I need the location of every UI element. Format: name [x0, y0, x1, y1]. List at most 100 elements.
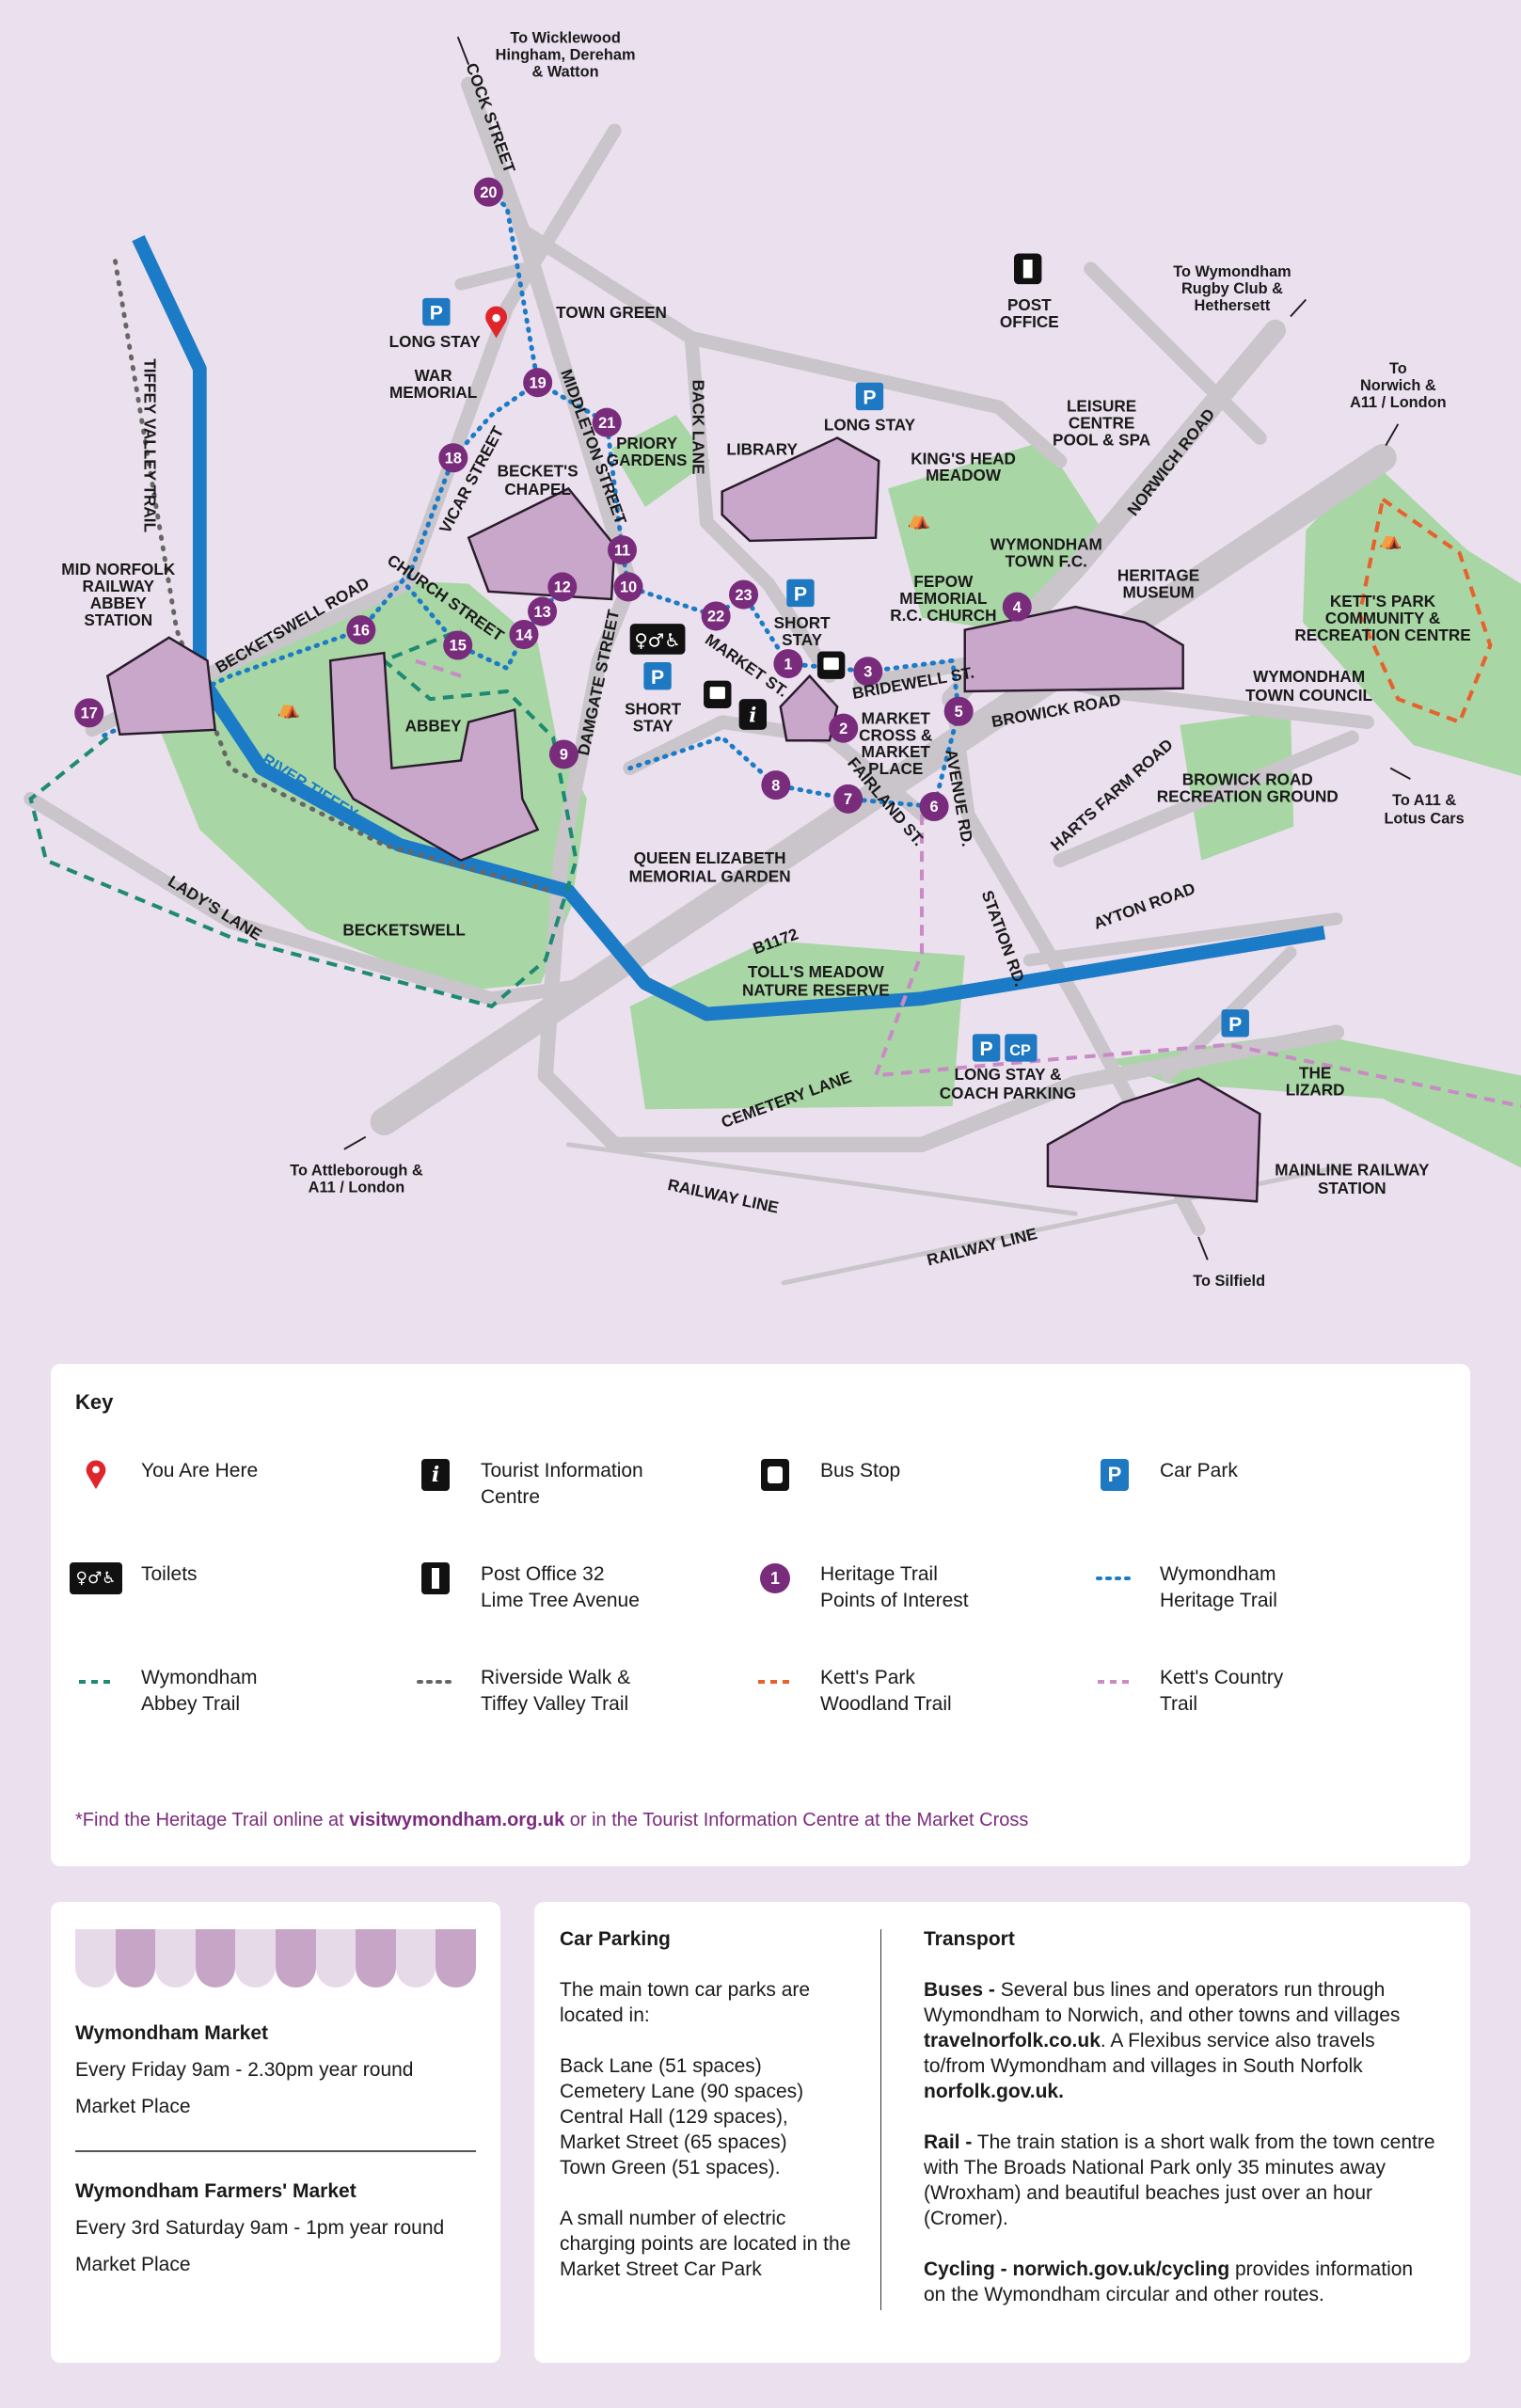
label-library: LIBRARY	[726, 439, 798, 458]
svg-text:2: 2	[839, 721, 848, 737]
poi-marker[interactable]: 7	[833, 784, 863, 814]
bus-icon	[704, 680, 732, 708]
poi-marker[interactable]: 3	[853, 657, 883, 687]
buildings	[105, 436, 1261, 1203]
parking-icon: P	[786, 578, 815, 608]
label-long-stay: LONG STAY	[389, 332, 482, 351]
town-map[interactable]: ⛺⛺⛺ P P P P P CP P ♀♂♿ i 1 2 3 4 5 6 7 8…	[0, 0, 1521, 1337]
svg-text:9: 9	[560, 747, 568, 764]
car-park-item: Cemetery Lane (90 spaces)	[560, 2081, 804, 2102]
market-where: Market Place	[75, 2096, 191, 2117]
riverside-walk-trail	[113, 259, 556, 894]
poi-marker[interactable]: 23	[729, 579, 759, 610]
river-tiffey	[132, 235, 1326, 1022]
parking-icons: P P P P P CP P	[422, 297, 1249, 1062]
farmers-market-when: Every 3rd Saturday 9am - 1pm year round	[75, 2217, 445, 2239]
blue-dotted-line-icon	[1088, 1560, 1141, 1597]
heritage-poi-markers: 1 2 3 4 5 6 7 8 9 10 11 12 13 14 15 16 1…	[74, 177, 1032, 822]
post-office-icon	[1014, 253, 1042, 285]
poi-marker[interactable]: 20	[473, 177, 503, 207]
poi-marker[interactable]: 22	[701, 601, 731, 631]
svg-text:12: 12	[554, 579, 571, 596]
beckets-chapel-building	[467, 486, 616, 601]
poi-marker[interactable]: 2	[829, 713, 859, 743]
poi-marker[interactable]: 18	[438, 443, 468, 473]
svg-text:♀♂♿: ♀♂♿	[634, 630, 680, 652]
transport-section: Transport Buses - Several bus lines and …	[924, 1928, 1436, 2307]
farmers-market-title: Wymondham Farmers' Market	[75, 2180, 356, 2202]
poi-marker[interactable]: 13	[528, 596, 558, 626]
svg-text:21: 21	[598, 415, 615, 432]
abbey-building	[328, 651, 540, 863]
poi-marker[interactable]: 12	[547, 572, 578, 602]
visitwymondham-link[interactable]: visitwymondham.org.uk	[349, 1810, 565, 1830]
poi-marker[interactable]: 5	[943, 696, 974, 726]
svg-text:P: P	[1228, 1014, 1242, 1036]
svg-text:P: P	[651, 667, 664, 689]
abbey-station-building	[105, 636, 217, 737]
label-to-a11-lotus: To A11 &Lotus Cars	[1384, 792, 1464, 828]
label-ayton-road: AYTON ROAD	[1091, 879, 1197, 933]
ketts-park	[1303, 461, 1521, 776]
poi-marker[interactable]: 21	[592, 407, 622, 437]
svg-text:20: 20	[480, 184, 497, 201]
travelnorfolk-link[interactable]: travelnorfolk.co.uk	[924, 2030, 1101, 2052]
label-railway-line: RAILWAY LINE	[925, 1224, 1038, 1269]
poi-marker[interactable]: 6	[919, 791, 949, 822]
svg-text:15: 15	[450, 638, 467, 655]
facility-icons: ♀♂♿ i	[629, 253, 1042, 730]
farmers-market-where: Market Place	[75, 2254, 191, 2275]
key-item-bus-stop: Bus Stop	[749, 1456, 1087, 1522]
toilets-icon: ♀♂♿	[70, 1560, 122, 1597]
poi-marker[interactable]: 4	[1002, 592, 1032, 622]
svg-text:6: 6	[930, 799, 939, 816]
poi-marker[interactable]: 1	[773, 649, 803, 679]
car-park-item: Central Hall (129 spaces),	[560, 2106, 788, 2128]
library-building	[721, 436, 880, 543]
poi-marker[interactable]: 9	[548, 739, 578, 769]
poi-marker[interactable]: 19	[523, 368, 553, 398]
norfolk-gov-link[interactable]: norfolk.gov.uk.	[924, 2081, 1064, 2102]
markets-card: Wymondham Market Every Friday 9am - 2.30…	[51, 1902, 500, 2363]
key-item-car-park: P Car Park	[1088, 1456, 1427, 1522]
key-item-toilets: ♀♂♿ Toilets	[70, 1560, 408, 1625]
poi-marker[interactable]: 16	[346, 615, 376, 645]
svg-text:P: P	[863, 388, 876, 409]
poi-marker[interactable]: 15	[443, 630, 473, 660]
heritage-trail-note: *Find the Heritage Trail online at visit…	[75, 1810, 1029, 1830]
svg-text:7: 7	[844, 791, 852, 808]
roads	[24, 76, 1397, 1286]
poi-marker[interactable]: 11	[607, 535, 638, 565]
poi-marker[interactable]: 14	[509, 620, 539, 650]
ketts-country-trail	[414, 658, 1521, 1108]
you-are-here-pin	[485, 306, 507, 339]
cycling-link[interactable]: Cycling - norwich.gov.uk/cycling	[924, 2258, 1230, 2280]
svg-text:CP: CP	[1009, 1042, 1031, 1059]
poi-marker[interactable]: 17	[74, 698, 104, 728]
svg-text:17: 17	[81, 705, 98, 722]
svg-text:P: P	[430, 303, 443, 325]
svg-text:4: 4	[1013, 599, 1022, 616]
key-item-riverside-walk: Riverside Walk &Tiffey Valley Trail	[409, 1663, 748, 1729]
info-icon: i	[409, 1456, 462, 1494]
poi-marker[interactable]: 8	[761, 770, 791, 800]
label-abbey: ABBEY	[405, 716, 463, 735]
pink-dashed-line-icon	[1088, 1663, 1141, 1701]
svg-text:14: 14	[515, 626, 532, 643]
svg-text:1: 1	[784, 656, 792, 673]
poi-marker[interactable]: 10	[613, 572, 643, 602]
